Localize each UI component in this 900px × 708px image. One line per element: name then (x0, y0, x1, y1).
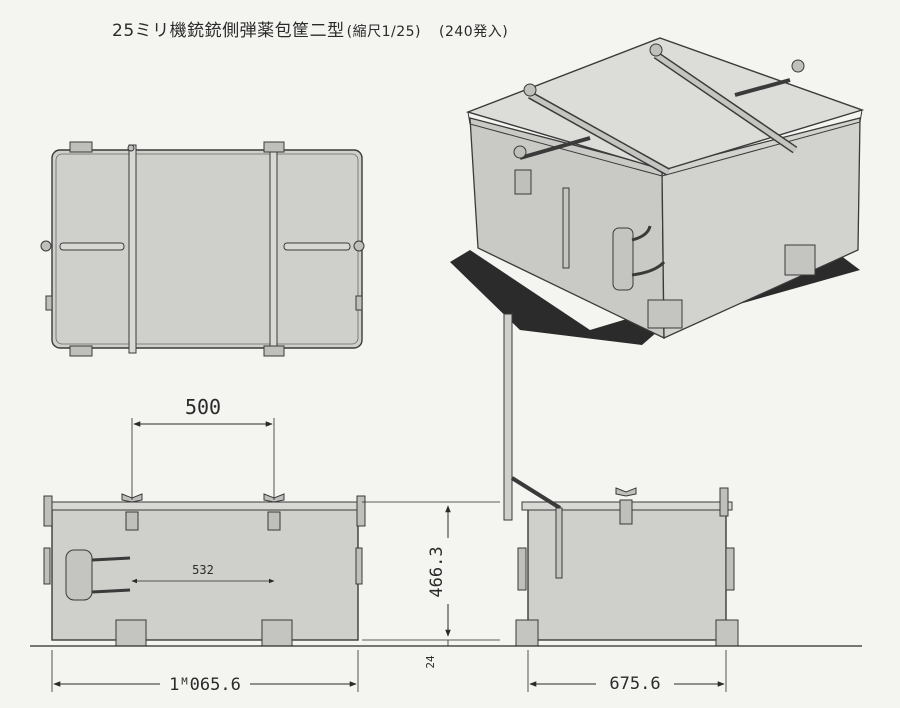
side-view-foot (515, 619, 539, 647)
dimension-width: 675.6 (527, 650, 727, 694)
dimension-length: 1ᴹ065.6 (51, 650, 359, 695)
front-view-lid (49, 501, 361, 511)
side-view-foot (715, 619, 739, 647)
front-view-foot (261, 619, 293, 647)
wing-nut-icon (127, 144, 135, 152)
side-latch (355, 547, 363, 585)
side-view (503, 313, 739, 647)
dimension-strap-spacing: 500 (131, 395, 275, 500)
handle-spacing-label: 532 (192, 563, 214, 577)
dimension-handle-spacing: 532 (131, 563, 275, 584)
title: 25ミリ機銃銃側弾薬包筐二型(縮尺1/25) (240発入) (112, 16, 508, 41)
iso-lid-lip (467, 109, 863, 177)
isometric-view (450, 37, 865, 345)
iso-side-face (661, 117, 861, 340)
foot-height-label: 24 (424, 655, 437, 669)
title-main: 25ミリ機銃銃側弾薬包筐二型 (112, 21, 345, 41)
side-view-lock-arm (510, 476, 562, 510)
top-view-strap-right (269, 144, 278, 354)
title-scale: (縮尺1/25) (346, 24, 422, 40)
wing-nut-icon (523, 83, 537, 97)
dimension-height: 466.3 (427, 505, 451, 637)
latch-icon (45, 295, 53, 311)
wing-nut-icon (513, 145, 527, 159)
iso-strap (528, 92, 670, 175)
strap-spacing-label: 500 (185, 395, 221, 419)
iso-shadow (450, 250, 860, 345)
iso-side-handle (631, 225, 666, 277)
top-view-buckle (263, 141, 285, 153)
wing-nut-icon (649, 43, 663, 57)
latch-icon (355, 295, 363, 311)
dimension-foot-height: 24 (424, 640, 449, 669)
top-view-buckle (263, 345, 285, 357)
wing-nut-icon (791, 59, 805, 73)
top-view-handle-left (59, 242, 125, 251)
front-view-foot (115, 619, 147, 647)
wing-nut-icon (615, 487, 637, 525)
height-label: 466.3 (427, 546, 447, 597)
front-view-handle (91, 556, 131, 594)
front-view (43, 493, 366, 647)
top-view-buckle (69, 141, 93, 153)
wing-nut-icon (40, 240, 52, 252)
iso-lock-rod (562, 187, 570, 269)
length-label: 1ᴹ065.6 (169, 675, 241, 695)
latch-icon (43, 495, 53, 527)
front-view-handle (65, 549, 93, 601)
latch-icon (356, 495, 366, 527)
title-capacity: (240発入) (439, 24, 509, 40)
iso-strap (654, 52, 797, 153)
iso-side-handle (612, 227, 634, 291)
iso-foot (647, 299, 683, 329)
top-view-handle-right (283, 242, 351, 251)
side-latch (725, 547, 735, 591)
top-view-buckle (69, 345, 93, 357)
side-view-lock-rod (503, 313, 513, 521)
side-latch (517, 547, 527, 591)
iso-foot (784, 244, 816, 276)
top-view-strap-left (128, 144, 137, 354)
side-latch (43, 547, 51, 585)
iso-latch (514, 169, 532, 195)
width-label: 675.6 (609, 674, 660, 694)
wing-nut-icon (353, 240, 365, 252)
latch-icon (719, 487, 729, 517)
iso-handle (519, 136, 591, 160)
side-view-lock-rod (555, 507, 563, 579)
iso-handle (734, 78, 791, 97)
top-view (40, 141, 365, 357)
